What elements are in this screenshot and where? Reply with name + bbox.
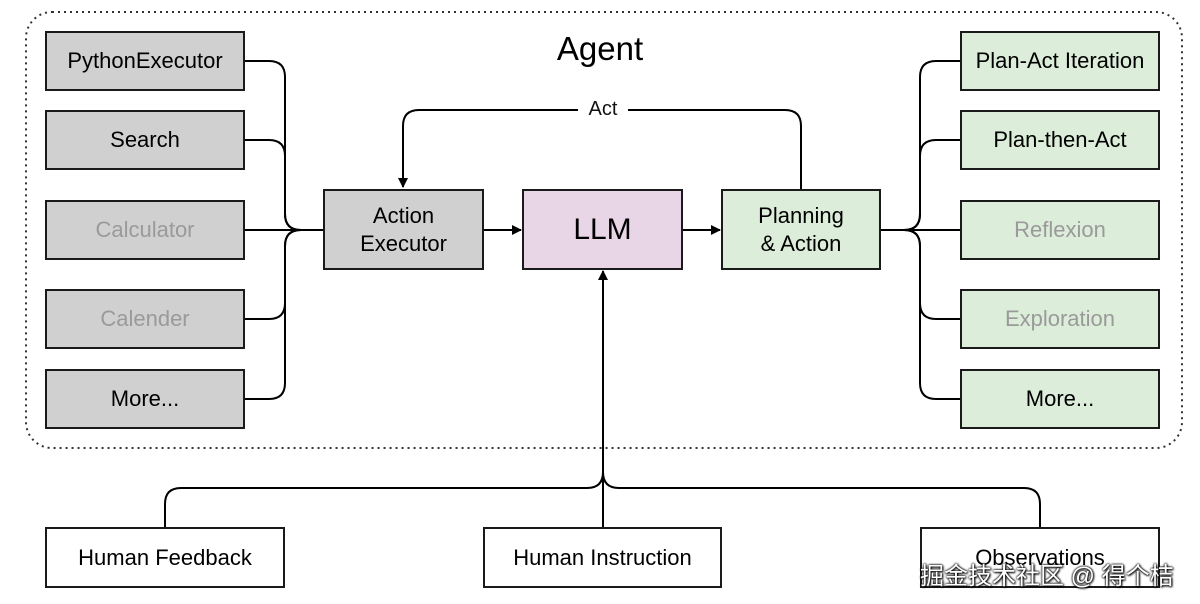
tool-python-executor: PythonExecutor (45, 31, 245, 91)
strategy-reflexion: Reflexion (960, 200, 1160, 260)
tool-connectors (245, 60, 323, 400)
flow-arrows (164, 109, 1041, 527)
act-loop-arrow (398, 109, 802, 189)
act-label: Act (578, 98, 628, 121)
strategy-plan-act-iteration: Plan-Act Iteration (960, 31, 1160, 91)
feedback-connector (164, 471, 604, 527)
agent-title: Agent (556, 30, 644, 67)
strategy-more: More... (960, 369, 1160, 429)
agent-boundary (25, 11, 1183, 449)
watermark: 掘金技术社区 @ 得个桔 (920, 563, 1174, 590)
action-executor-box: Action Executor (323, 189, 484, 270)
tool-calender: Calender (45, 289, 245, 349)
observations-box: Observations (920, 527, 1160, 588)
observations-connector (602, 471, 1041, 527)
human-feedback-box: Human Feedback (45, 527, 285, 588)
strategy-connectors (881, 60, 960, 400)
strategy-exploration: Exploration (960, 289, 1160, 349)
tool-search: Search (45, 110, 245, 170)
strategy-plan-then-act: Plan-then-Act (960, 110, 1160, 170)
llm-box: LLM (522, 189, 683, 270)
tool-more: More... (45, 369, 245, 429)
tool-calculator: Calculator (45, 200, 245, 260)
human-instruction-box: Human Instruction (483, 527, 722, 588)
planning-action-box: Planning & Action (721, 189, 881, 270)
